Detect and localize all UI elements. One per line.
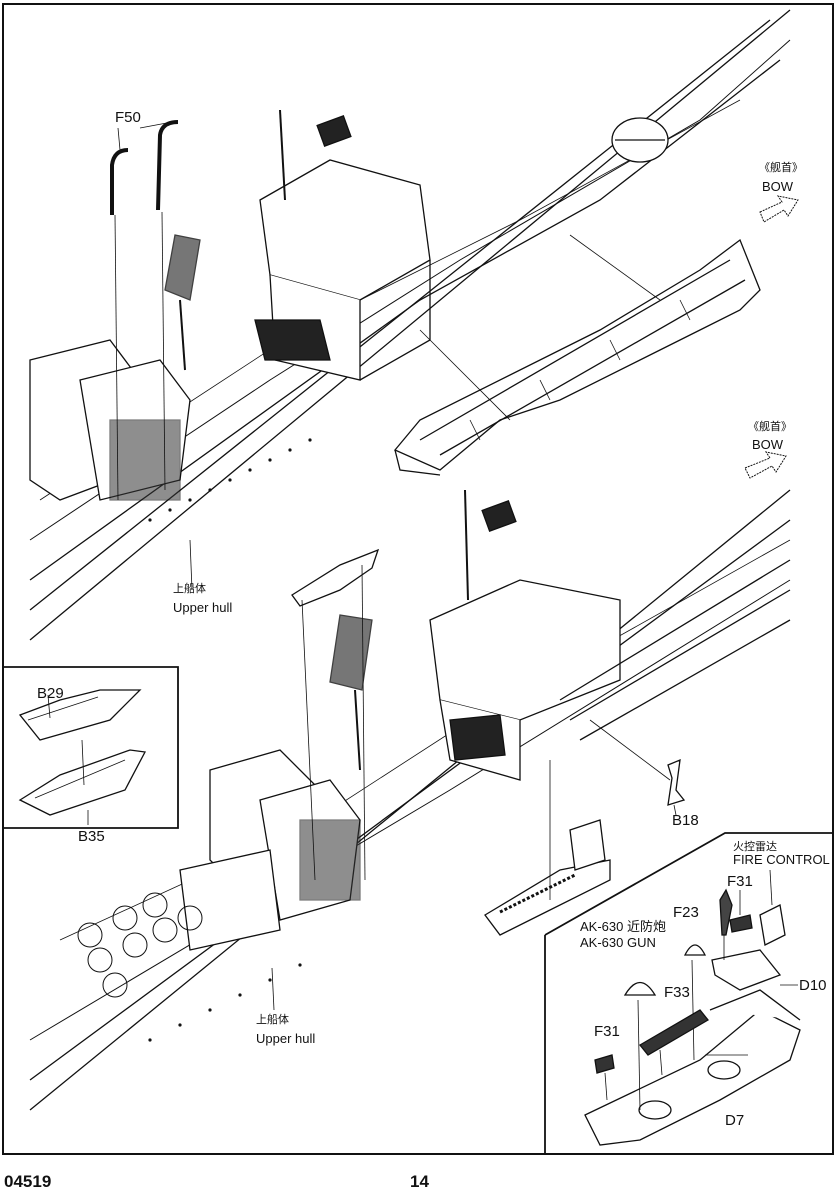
label-f33: F33: [664, 984, 690, 1001]
label-upper-hull-bottom-cn: 上船体: [256, 1014, 289, 1026]
label-upper-hull-top-en: Upper hull: [173, 600, 233, 615]
bow-arrow-icon-middle: [744, 451, 787, 479]
bow-arrow-icon-top: [759, 195, 799, 223]
label-ak630-en: AK-630 GUN: [580, 935, 656, 950]
label-fire-control-cn: 火控雷达: [733, 841, 777, 853]
label-fire-control-en: FIRE CONTROL: [733, 852, 830, 867]
label-ak630-cn: AK-630 近防炮: [580, 919, 666, 934]
label-d10: D10: [799, 977, 827, 994]
label-upper-hull-bottom-en: Upper hull: [256, 1031, 316, 1046]
label-f50: F50: [115, 109, 141, 126]
label-bow-top-en: BOW: [762, 179, 794, 194]
upper-hull-top-drawing: [29, 9, 791, 641]
upper-hull-bottom-drawing: [29, 489, 791, 1111]
boat-inset-box: [2, 666, 179, 829]
label-f23: F23: [673, 904, 699, 921]
rbu-launchers: [77, 892, 203, 998]
page-border: [2, 3, 834, 1155]
label-bow-middle-en: BOW: [752, 437, 784, 452]
b18-part: [589, 719, 686, 816]
ciws-deck-piece: [484, 760, 611, 936]
label-bow-top-cn: 《舰首》: [759, 162, 803, 174]
missile-launcher-assembly: [393, 234, 761, 476]
label-f31-bottom: F31: [594, 1023, 620, 1040]
label-b18: B18: [672, 812, 699, 829]
label-d7: D7: [725, 1112, 745, 1129]
label-b35: B35: [78, 828, 105, 845]
label-b29: B29: [37, 685, 64, 702]
label-upper-hull-top-cn: 上船体: [173, 583, 206, 595]
label-f31-top: F31: [727, 873, 753, 890]
fire-control-inset-box: [544, 832, 834, 1155]
page-number: 14: [410, 1172, 429, 1191]
kit-number: 04519: [4, 1172, 52, 1191]
f50-davits: [110, 120, 179, 501]
label-bow-middle-cn: 《舰首》: [748, 421, 792, 433]
